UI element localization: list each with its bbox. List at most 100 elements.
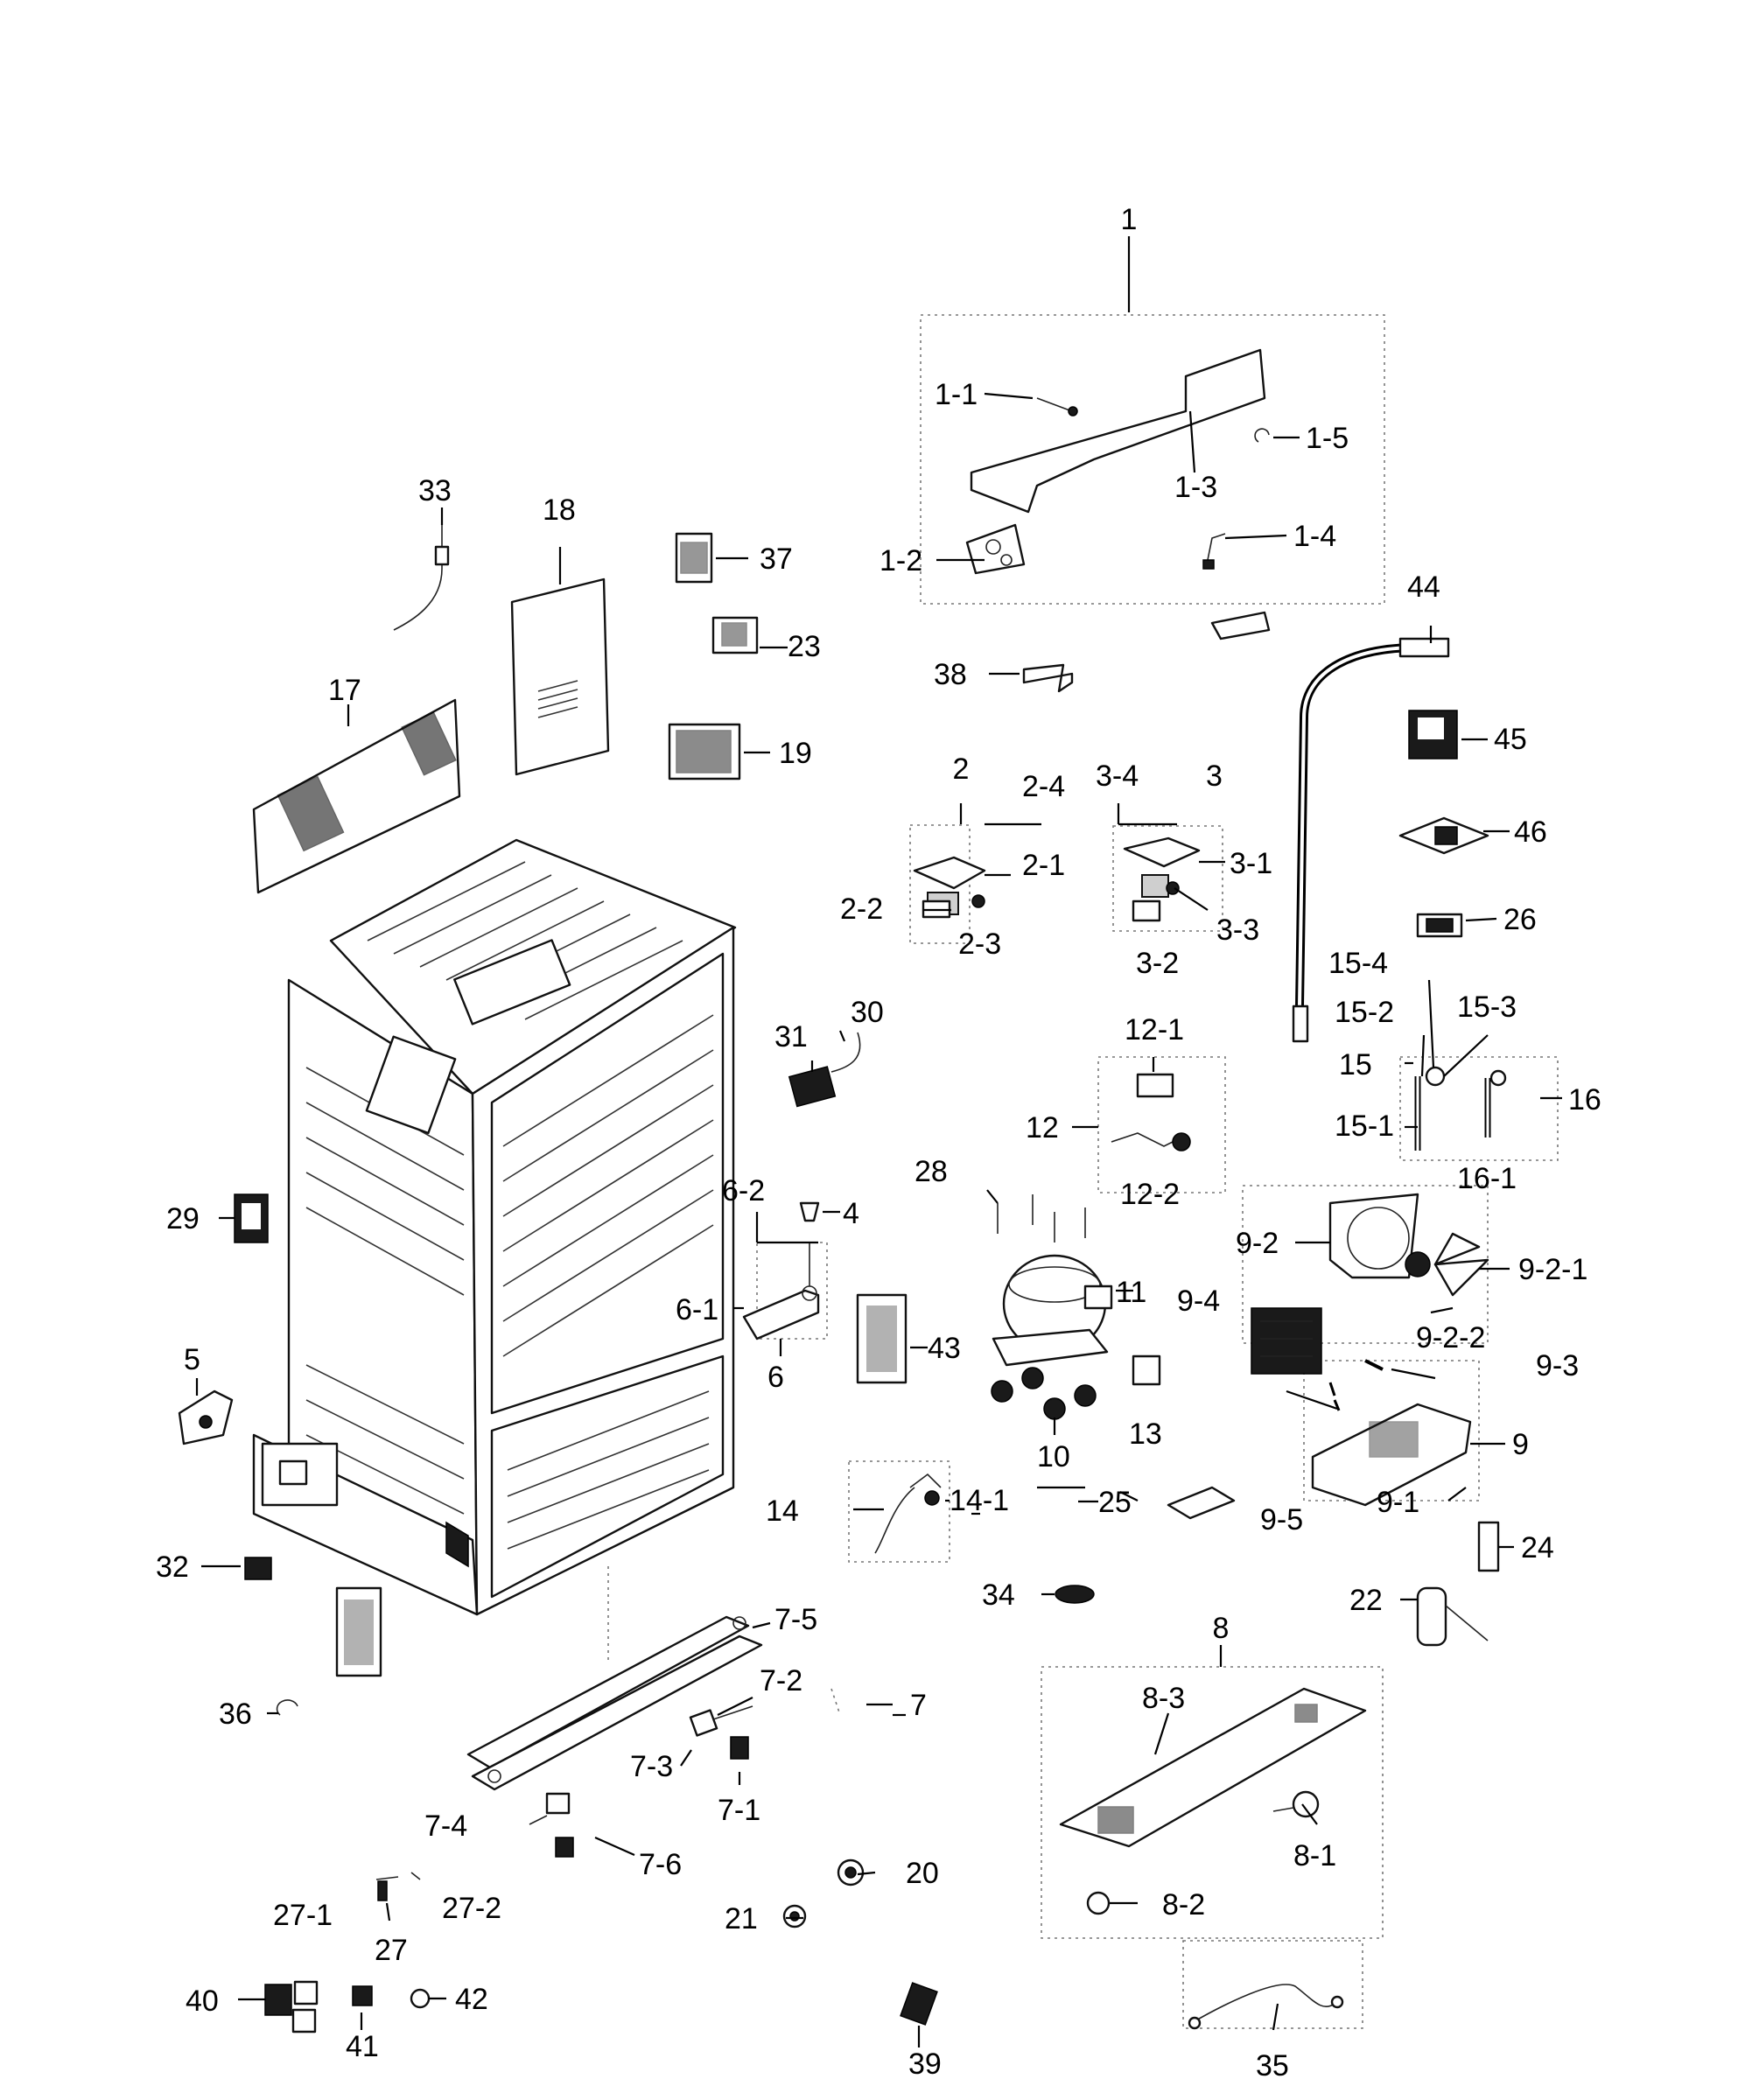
callout-23: 23 [788,630,821,663]
callout-35: 35 [1256,2049,1289,2082]
part-33 [393,525,443,631]
callout-9-2-1: 9-2-1 [1518,1253,1587,1286]
part-7-6 [555,1837,574,1858]
callout-37: 37 [760,542,793,576]
callout-7-3: 7-3 [630,1750,673,1783]
lower-grille [335,1586,382,1677]
callout-20: 20 [906,1857,939,1890]
part-1-4 [1207,533,1226,561]
callout-1-2: 1-2 [880,544,922,578]
part-24 [1477,1521,1500,1572]
part-9-3 [1364,1359,1384,1371]
callout-14-1: 14-1 [950,1484,1009,1517]
callout-2-4: 2-4 [1022,770,1065,803]
part-41 [352,1985,373,2006]
callout-45: 45 [1494,723,1527,756]
callout-21: 21 [725,1902,758,1936]
callout-9-1: 9-1 [1377,1486,1419,1519]
callout-44: 44 [1407,570,1440,604]
callout-9-3: 9-3 [1536,1349,1579,1382]
part-10 [991,1367,1097,1420]
callout-31: 31 [774,1020,808,1054]
part-30 [830,1032,861,1073]
part-32 [244,1557,272,1580]
callout-9-2-2: 9-2-2 [1416,1321,1485,1354]
callout-3-3: 3-3 [1216,914,1259,947]
callout-9-2: 9-2 [1236,1227,1279,1260]
part-37 [675,532,713,584]
callout-1-3: 1-3 [1174,471,1217,504]
part-40 [264,1984,292,2016]
callout-15-4: 15-4 [1328,947,1388,980]
part-8-2 [1086,1891,1111,1915]
part-1-2 [965,523,1026,575]
part-1-1 [1036,397,1073,412]
callout-26: 26 [1503,903,1537,936]
part-6 [742,1289,820,1340]
part-9-4 [1251,1307,1322,1375]
part-12-2 [1111,1132,1182,1147]
part-9-2 [1328,1193,1419,1279]
callout-1-4: 1-4 [1293,520,1336,553]
callout-12: 12 [1026,1111,1059,1144]
callout-7-6: 7-6 [639,1848,682,1881]
callout-46: 46 [1514,816,1547,849]
callout-13: 13 [1129,1418,1162,1451]
part-7-2 [712,1705,753,1720]
callout-1-5: 1-5 [1306,422,1349,455]
part-28 [997,1194,1086,1242]
part-1-3 [970,348,1266,514]
leader-lines [195,236,1562,2048]
part-12-1 [1136,1073,1174,1098]
part-7-1 [730,1736,749,1760]
callout-7-5: 7-5 [774,1603,817,1636]
part-14 [874,1473,942,1554]
callout-6-1: 6-1 [676,1293,718,1326]
part-7-3 [689,1709,718,1737]
part-7-5 [466,1615,750,1769]
part-13 [1132,1354,1161,1386]
callout-3-1: 3-1 [1230,847,1272,880]
part-2-3 [971,894,985,908]
part-23 [711,616,759,654]
callout-2: 2 [953,752,970,786]
callout-2-2: 2-2 [840,892,883,926]
callout-24: 24 [1521,1531,1554,1564]
callout-12-1: 12-1 [1125,1013,1184,1046]
callout-7: 7 [910,1689,927,1722]
callout-39: 39 [908,2048,942,2081]
callout-3-4: 3-4 [1096,760,1139,793]
callout-32: 32 [156,1550,189,1584]
part-36 [276,1699,298,1716]
callout-8-1: 8-1 [1293,1839,1336,1872]
callout-9: 9 [1512,1428,1529,1461]
callout-17: 17 [328,674,361,707]
callout-41: 41 [346,2030,379,2063]
callout-33: 33 [418,474,452,508]
callout-1-1: 1-1 [935,378,978,411]
part-39 [900,1982,938,2026]
callout-9-5: 9-5 [1260,1503,1303,1536]
part-25 [1167,1486,1236,1520]
callout-15: 15 [1339,1048,1372,1082]
callout-6: 6 [767,1361,784,1394]
callout-15-2: 15-2 [1335,996,1394,1029]
callout-38: 38 [934,658,967,691]
callout-3: 3 [1206,760,1223,793]
callout-9-4: 9-4 [1177,1284,1220,1318]
part-8-1 [1292,1790,1320,1818]
callout-14: 14 [766,1494,799,1528]
callout-12-2: 12-2 [1120,1178,1180,1211]
part-34 [1055,1585,1095,1604]
callout-1: 1 [1121,203,1138,236]
part-31 [788,1066,837,1108]
callout-2-1: 2-1 [1022,849,1065,882]
callout-40: 40 [186,1984,219,2018]
callout-15-1: 15-1 [1335,1110,1394,1143]
callout-43: 43 [928,1332,961,1365]
part-9-5 [1333,1399,1341,1411]
callout-2-3: 2-3 [958,928,1001,961]
part-14-1 [924,1490,940,1506]
part-2-1 [913,856,986,890]
